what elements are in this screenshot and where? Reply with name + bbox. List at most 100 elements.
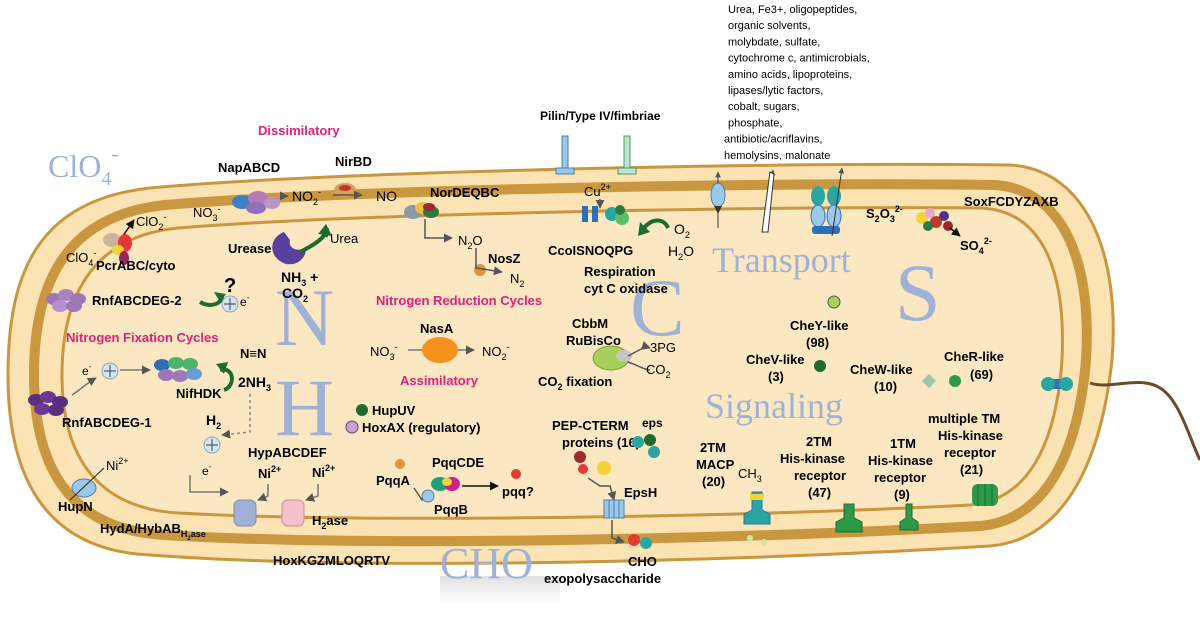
his2-count: (47) (808, 485, 831, 500)
nirbd-complex-icon (334, 183, 356, 197)
nordeqbc-label: NorDEQBC (430, 185, 500, 200)
his2-label-1: 2TM (806, 434, 832, 449)
nfix-nh3-label: 2NH3 (238, 374, 271, 393)
chew-count: (10) (874, 379, 897, 394)
rnf1-label: RnfABCDEG-1 (62, 415, 152, 430)
his1-label-2: His-kinase (868, 453, 933, 468)
flagellum (1041, 377, 1200, 461)
watermark-transport: Transport (712, 240, 851, 280)
nasa-label: NasA (420, 321, 454, 336)
exopolysaccharide-label: exopolysaccharide (544, 571, 661, 586)
nosz-icon (474, 264, 486, 276)
rubisco-icon (592, 345, 632, 371)
watermark-signaling: Signaling (705, 386, 843, 426)
transport-substrate-line: organic solvents, (728, 20, 811, 32)
transport-substrate-line: cobalt, sugars, (728, 101, 800, 113)
pqqcde-complex-icon (431, 477, 460, 491)
clo4-label: ClO4- (66, 248, 96, 268)
mtm-label-1: multiple TM (928, 411, 1000, 426)
cher-icon (949, 375, 961, 387)
transport-substrate-line: phosphate, (728, 117, 782, 129)
mtm-count: (21) (960, 462, 983, 477)
rnf2-label: RnfABCDEG-2 (92, 293, 182, 308)
h2o-label: H2O (668, 243, 694, 262)
h2-label: H2 (206, 412, 221, 431)
cher-count: (69) (970, 367, 993, 382)
fimbria-icon (617, 135, 637, 175)
s2o3-label: S2O32- (866, 204, 903, 224)
rnf2-complex-icon (46, 289, 86, 312)
no-label: NO (376, 188, 397, 204)
hyda-hydrogenase-icon (233, 499, 257, 527)
cell-envelope (6, 162, 1115, 565)
transport-substrate-line: Urea, Fe3+, oligopeptides, (728, 4, 857, 16)
macp-label-1: 2TM (700, 440, 726, 455)
his1-label-1: 1TM (890, 436, 916, 451)
transport-substrate-line: lipases/lytic factors, (728, 85, 823, 97)
epsh-channel-icon (603, 499, 625, 519)
hoxax-icon (345, 420, 359, 434)
h2-eminus-label: e- (202, 462, 212, 478)
no2-label: NO2- (292, 187, 321, 207)
mtm-label-2: His-kinase (938, 428, 1003, 443)
nifhdk-label: NifHDK (176, 386, 222, 401)
transport-substrate-list: Urea, Fe3+, oligopeptides, organic solven… (724, 4, 870, 162)
watermark-cho: CHO (440, 539, 533, 588)
urease-co2-label: CO2 (282, 285, 308, 304)
nred-title: Nitrogen Reduction Cycles (376, 293, 542, 308)
so4-label: SO42- (960, 236, 992, 256)
rnf2-eminus-label: e- (240, 293, 250, 309)
hypabcdef-label: HypABCDEF (248, 445, 327, 460)
o2-label: O2 (674, 221, 690, 240)
cu-label: Cu2+ (584, 182, 611, 199)
urease-icon (272, 232, 306, 265)
napabcd-complex-icon (232, 191, 280, 214)
nred-no2-label: NO2- (482, 342, 510, 362)
nred-no3-label: NO3- (370, 342, 398, 362)
co2-fixation-label: CO2 fixation (538, 374, 612, 392)
cyt-c-oxidase-label: cyt C oxidase (584, 281, 668, 296)
cbbm-label: CbbM (572, 316, 608, 331)
pep-cterm-label: PEP-CTERM (552, 418, 629, 433)
sox-complex-icon (916, 208, 953, 231)
pilus-icon (555, 135, 575, 175)
pqqb-label: PqqB (434, 502, 468, 517)
abc-transporter-icon (810, 167, 845, 237)
his2-label-2: His-kinase (780, 451, 845, 466)
signaling-section: CheY-like (98) CheV-like (3) CheW-like (… (696, 295, 1004, 545)
chev-icon (814, 360, 826, 372)
sox-label: SoxFCDYZAXB (964, 194, 1059, 209)
eps-section: PEP-CTERM proteins (16) eps EpsH CHO exo… (544, 416, 663, 586)
eps-protein-icons (574, 434, 660, 475)
clo2-label: ClO2- (136, 212, 166, 232)
hupn-transporter-icon (69, 467, 105, 501)
epsh-label: EpsH (624, 485, 657, 500)
rnf2-question-mark: ? (224, 275, 236, 297)
nifhdk-complex-icon (154, 357, 202, 382)
his1-count: (9) (894, 487, 910, 502)
hox-label: HoxKGZMLOQRTV (273, 553, 390, 568)
hoxax-label: HoxAX (regulatory) (362, 420, 480, 435)
urease-section: Urease Urea NH3 + CO2 (228, 224, 359, 304)
dissimilatory-section: Dissimilatory NapABCD NirBD NO3- NO2- NO… (193, 123, 524, 289)
transport-substrate-line: hemolysins, malonate (724, 150, 830, 162)
urease-nh3-label: NH3 + (281, 269, 318, 288)
hyd-label: HydA/HybABH2ase (100, 521, 206, 542)
nitrogen-fixation-section: Nitrogen Fixation Cycles N≡N NifHDK 2NH3… (28, 330, 271, 430)
nirbd-label: NirBD (335, 154, 372, 169)
chew-label: CheW-like (850, 362, 913, 377)
pqq-section: PqqA PqqCDE pqq? PqqB (376, 455, 534, 517)
n2-label: N2 (510, 271, 524, 289)
cbb3-oxidase-complex-icon (582, 205, 629, 225)
nasa-icon (422, 337, 458, 363)
watermark-n: N (275, 272, 334, 363)
transport-substrate-line: antibiotic/acriflavins, (724, 134, 822, 146)
nordeqbc-complex-icon (404, 202, 439, 219)
chey-count: (98) (806, 335, 829, 350)
mtm-label-3: receptor (944, 445, 996, 460)
hupn-label: HupN (58, 499, 93, 514)
nosz-label: NosZ (488, 251, 521, 266)
macp-count: (20) (702, 474, 725, 489)
hydrogen-section: H2 e- HupUV HoxAX (regulatory) HypABCDEF… (58, 394, 480, 568)
